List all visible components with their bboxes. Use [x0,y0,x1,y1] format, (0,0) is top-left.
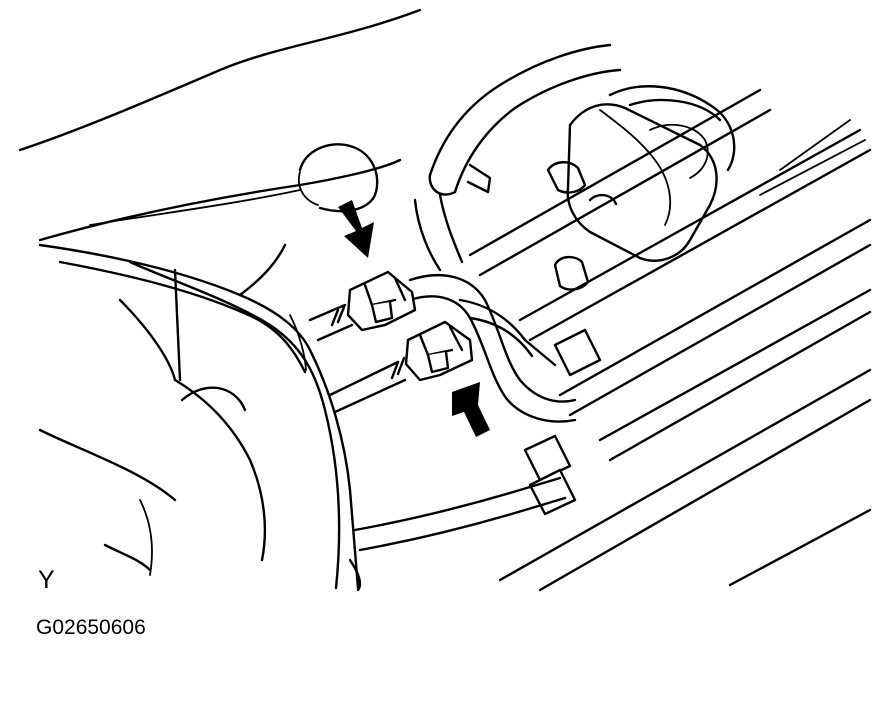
body-panel-outline [18,8,422,242]
wire-harness [408,273,577,423]
line-clips [523,328,602,516]
figure-corner-letter: Y [38,566,55,594]
figure-code: G02650606 [36,616,146,639]
mounting-bracket [566,85,736,262]
down-arrow-icon [338,200,374,258]
up-arrow-icon [452,382,490,437]
lower-tube [348,476,567,592]
lower-connector [328,320,474,414]
frame-rails [468,88,872,592]
wheel-well [38,243,360,590]
upper-hose [413,43,622,272]
upper-connector [308,270,417,342]
